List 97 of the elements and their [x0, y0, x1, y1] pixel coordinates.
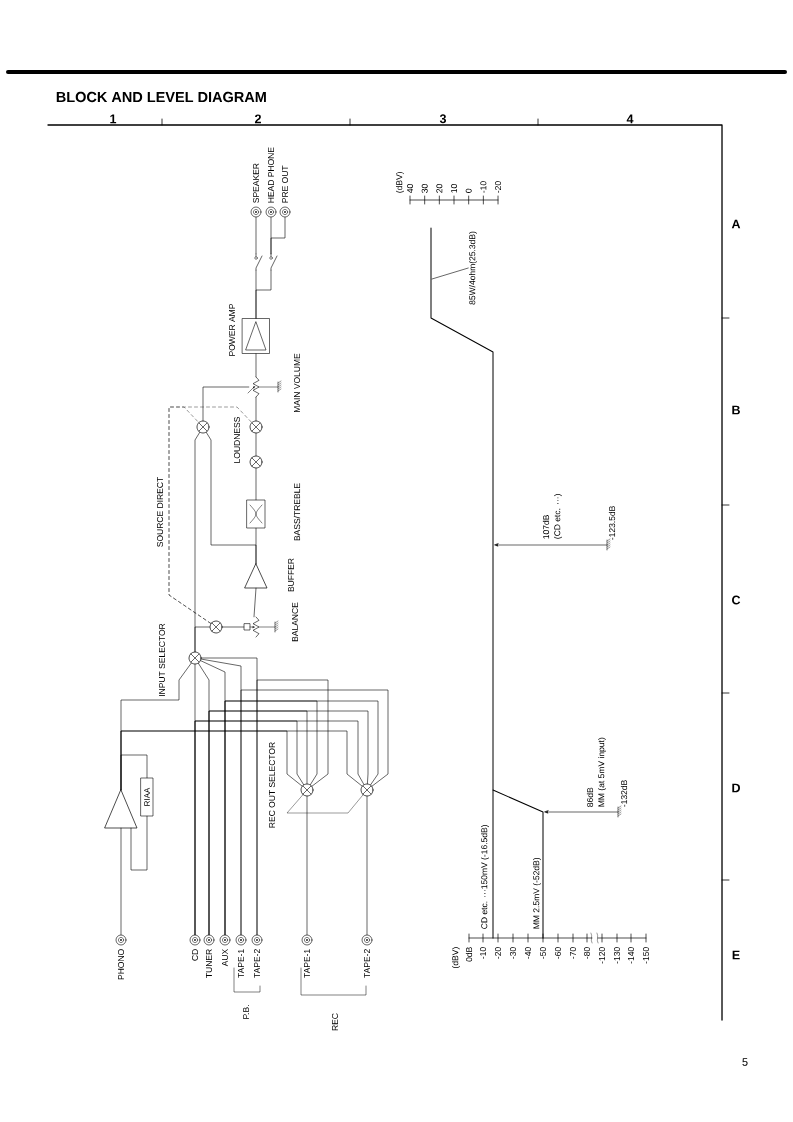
selector-switch	[360, 783, 374, 797]
tick-label: -140	[628, 947, 634, 964]
component-label: SOURCE DIRECT	[157, 477, 163, 547]
column-number: 3	[439, 114, 446, 124]
tick-label: -130	[614, 947, 620, 964]
signal-line	[253, 587, 257, 618]
signal-line	[255, 353, 257, 378]
component-label: MAIN VOLUME	[294, 353, 300, 413]
signal-line	[255, 396, 257, 421]
page-number: 5	[742, 1058, 748, 1066]
tick-label: 0dB	[465, 947, 473, 962]
level-annotation: (CD etc. ···)	[554, 494, 562, 539]
level-annotation: MM 2.5mV (-52dB)	[533, 857, 541, 929]
jack-label: TAPE-1	[238, 949, 244, 978]
component-label: POWER AMP	[229, 304, 235, 356]
tick-label: -40	[525, 947, 531, 959]
row-letter: E	[732, 950, 740, 960]
signal-line	[120, 827, 122, 935]
switch-symbol	[269, 253, 278, 271]
component-label: BUFFER	[288, 558, 294, 592]
jack-label: TAPE-1	[304, 949, 310, 978]
linkage-line	[286, 794, 364, 814]
leader-line	[431, 267, 469, 280]
row-letter: B	[732, 405, 740, 415]
signal-line	[256, 679, 329, 935]
tick-label: -70	[570, 947, 576, 959]
tick-label: 30	[421, 184, 428, 193]
signal-line	[222, 626, 245, 628]
component-label: BALANCE	[292, 602, 298, 642]
selector-switch	[196, 420, 210, 434]
tick-label: -80	[584, 947, 590, 959]
row-letter: C	[732, 595, 741, 605]
signal-line	[255, 433, 257, 456]
amplifier-symbol	[104, 789, 138, 829]
jack-label: TAPE-2	[364, 949, 370, 978]
tick-label: -30	[510, 947, 516, 959]
tick-label: -60	[555, 947, 561, 959]
axis-unit: (dBV)	[452, 947, 460, 968]
level-annotation: -123.5dB	[608, 506, 616, 540]
tick-label: -10	[480, 947, 486, 959]
level-annotation: CD etc. ···150mV (-16.5dB)	[481, 825, 489, 929]
signal-line	[255, 217, 257, 255]
tick-label: -20	[495, 181, 502, 193]
selector-switch	[209, 620, 223, 634]
jack-label: PRE OUT	[282, 165, 288, 203]
jack-label: AUX	[222, 949, 228, 967]
level-annotation: 85W/4ohm(25.3dB)	[469, 231, 477, 305]
diagram-title: BLOCK AND LEVEL DIAGRAM	[56, 91, 266, 103]
signal-line	[255, 468, 257, 500]
tick-label: -120	[599, 947, 605, 964]
group-label: REC	[332, 1013, 338, 1031]
linkage-line	[168, 406, 252, 624]
filter-box: RIAA	[140, 777, 154, 817]
tick-label: -20	[495, 947, 501, 959]
signal-line	[224, 700, 379, 935]
selector-switch	[249, 455, 263, 469]
column-number: 4	[626, 114, 634, 124]
level-annotation: 86dB	[586, 787, 594, 807]
jack-label: HEAD PHONE	[268, 147, 274, 203]
signal-line	[270, 217, 286, 255]
switch-symbol	[254, 253, 263, 271]
component-label: BASS/TREBLE	[293, 483, 301, 541]
level-annotation: MM (at 5mV input)	[598, 737, 606, 807]
row-letter: D	[732, 783, 740, 793]
tick-label: -150	[643, 947, 649, 964]
group-label: P.B.	[243, 1005, 249, 1019]
level-annotation: 107dB	[542, 515, 550, 539]
jack-label: TUNER	[206, 949, 212, 978]
signal-line	[206, 432, 257, 565]
jack-label: CD	[192, 949, 198, 961]
tick-label: 20	[436, 184, 443, 193]
jack-label: SPEAKER	[253, 163, 259, 203]
axis-unit: (dBV)	[396, 172, 404, 193]
tick-label: 40	[407, 184, 413, 193]
signal-line	[120, 730, 363, 791]
selector-switch	[249, 420, 263, 434]
tick-label: 10	[451, 184, 457, 193]
row-letter: A	[731, 219, 741, 229]
jack-label: PHONO	[118, 949, 124, 980]
signal-line	[194, 432, 200, 652]
tick-label: -10	[480, 181, 487, 193]
component-label: REC OUT SELECTOR	[269, 742, 275, 828]
component-label: LOUDNESS	[234, 417, 240, 463]
signal-line	[306, 796, 308, 935]
column-number: 1	[110, 114, 117, 124]
jack-label: TAPE-2	[254, 949, 260, 978]
selector-switch	[300, 783, 314, 797]
signal-line	[202, 386, 250, 421]
tick-label: -50	[540, 947, 546, 959]
signal-line	[130, 816, 148, 871]
column-number: 2	[254, 114, 261, 124]
signal-line	[240, 689, 389, 935]
signal-line	[255, 269, 272, 319]
component-label: INPUT SELECTOR	[159, 623, 165, 696]
tick-label: 0	[465, 188, 472, 193]
signal-line	[366, 796, 368, 935]
level-annotation: -132dB	[620, 780, 628, 807]
